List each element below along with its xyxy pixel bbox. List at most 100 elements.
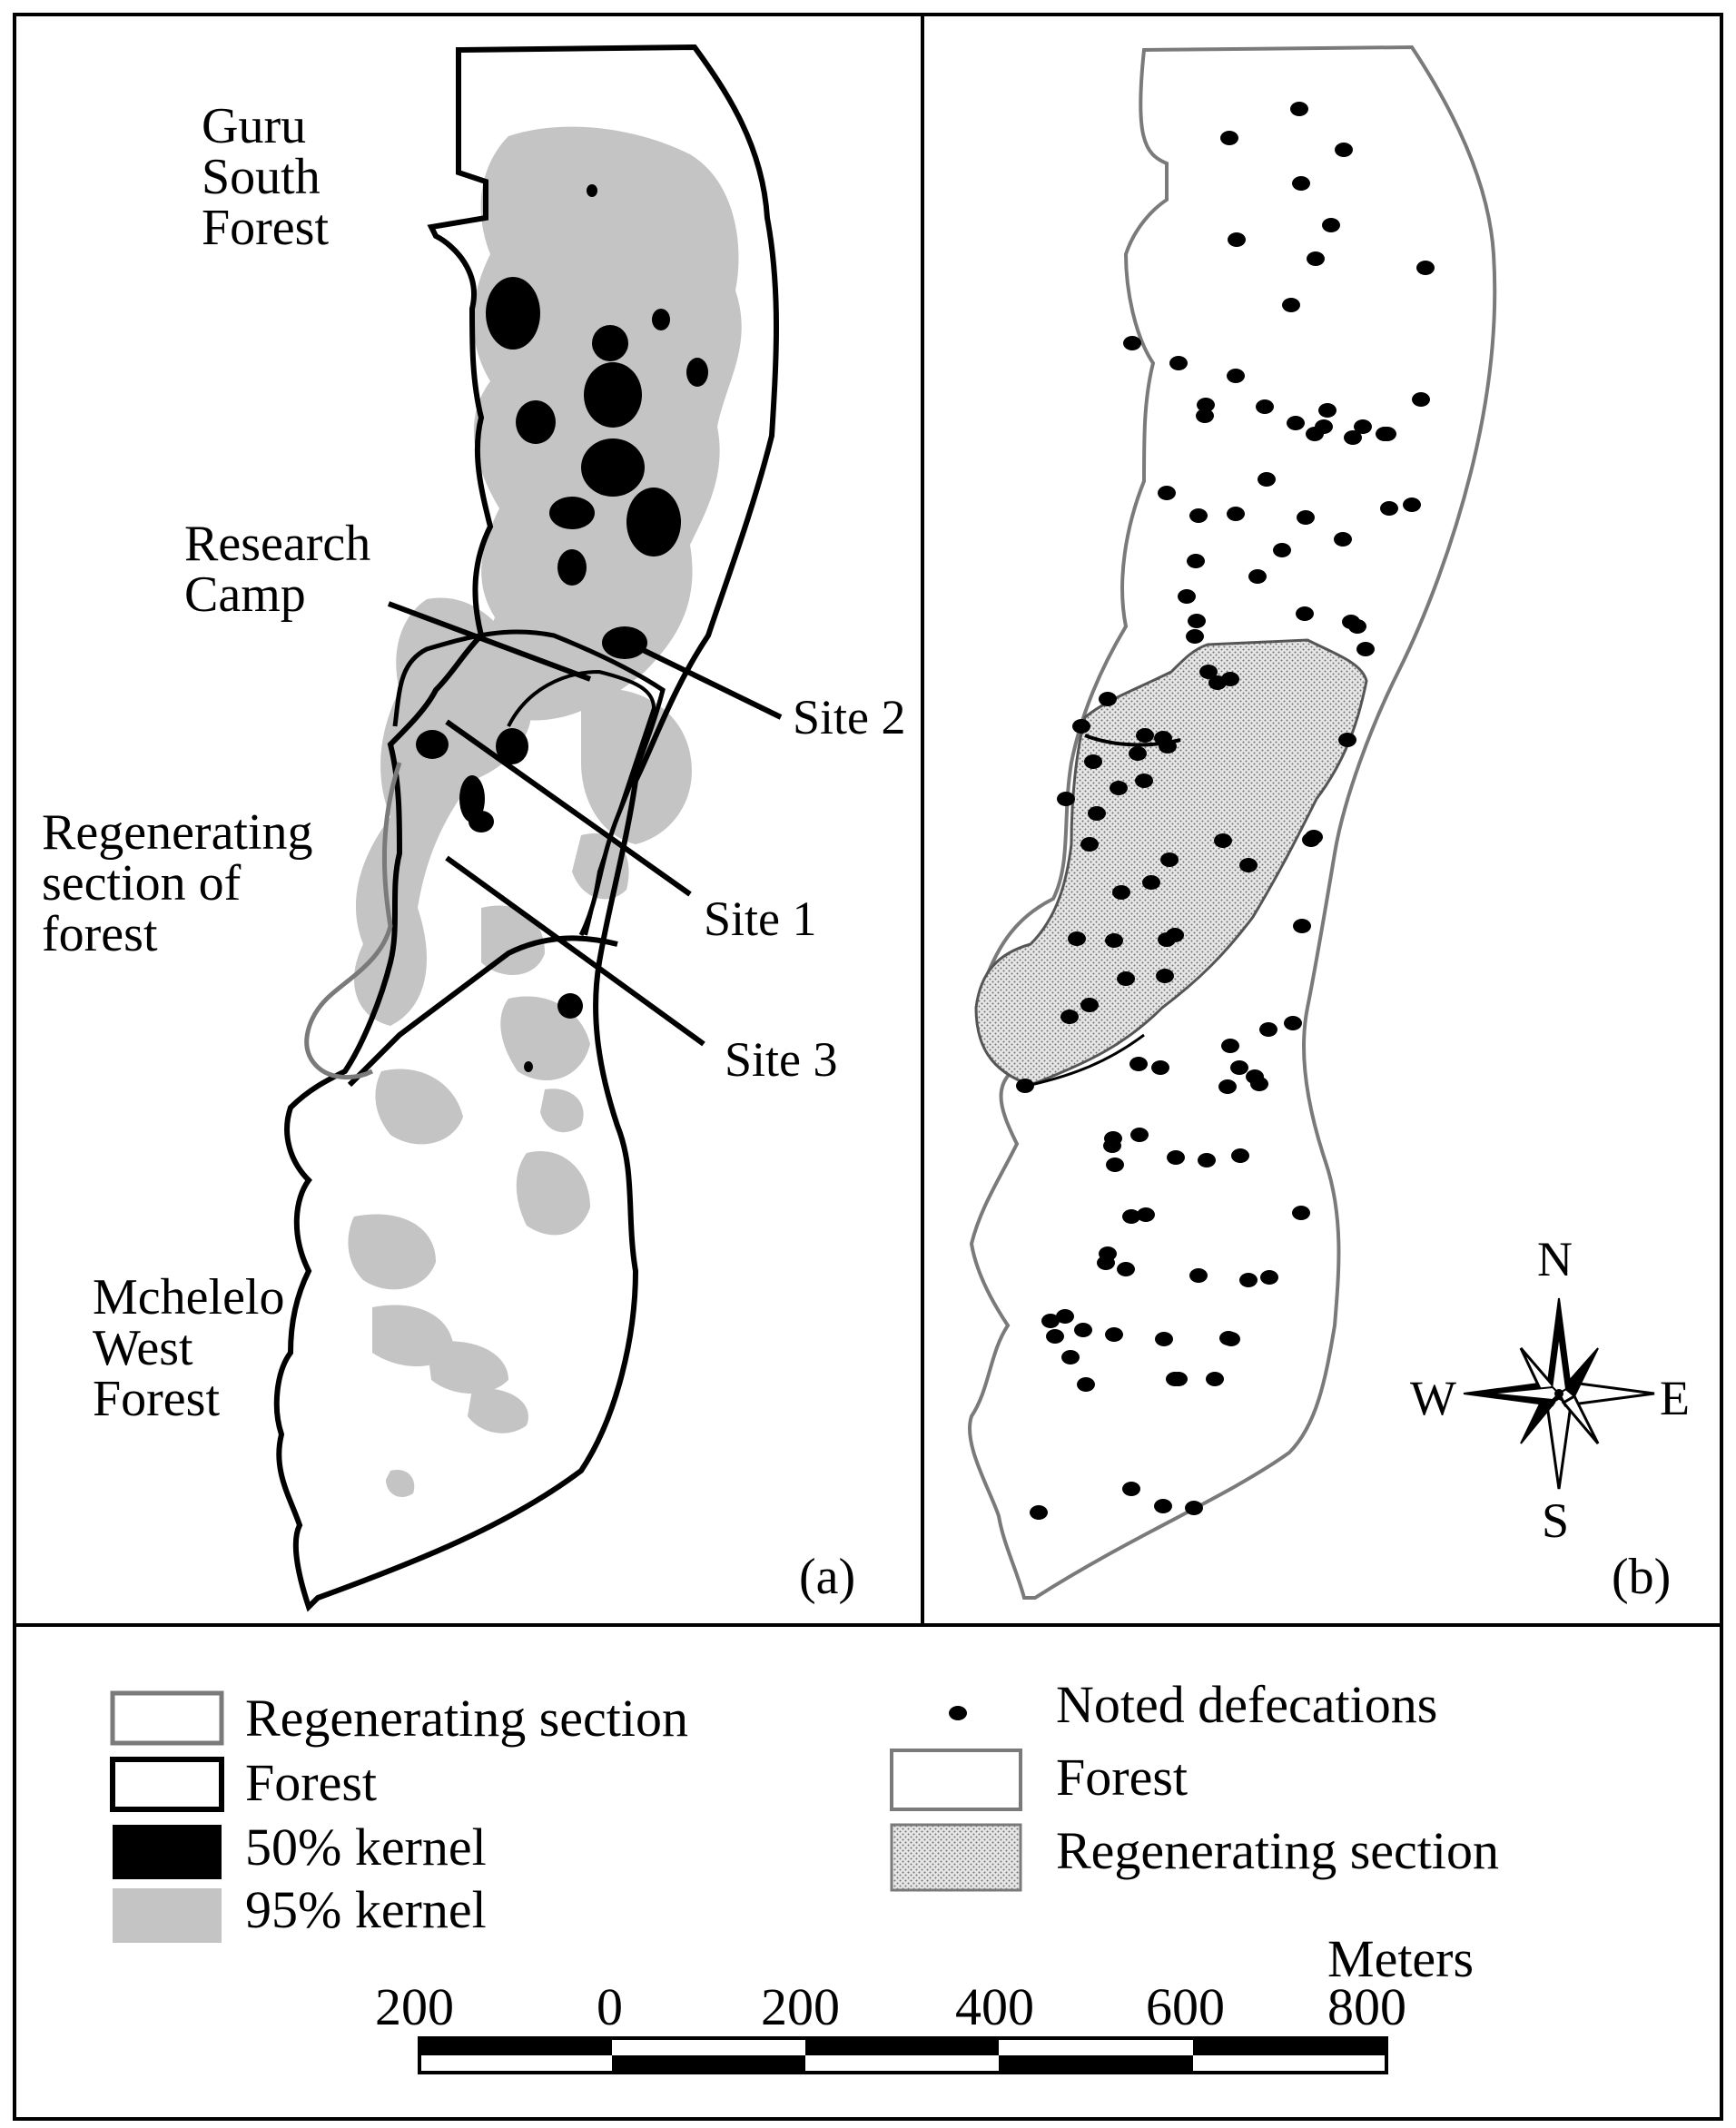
defecation-point	[1122, 1482, 1140, 1496]
defecation-point	[1129, 746, 1147, 761]
defecation-point	[1227, 507, 1245, 521]
defecation-point	[1227, 369, 1245, 383]
defecation-point	[1260, 1270, 1278, 1285]
compass-rose-icon	[1463, 1297, 1655, 1490]
kernel-50-areas	[416, 184, 708, 1072]
site3-label: Site 3	[725, 1032, 838, 1087]
research-camp-leader	[387, 601, 592, 682]
scale-unit: Meters	[1327, 1929, 1474, 1988]
defecation-point	[1273, 543, 1291, 557]
defecation-point	[1156, 969, 1174, 983]
defecation-point	[1103, 1138, 1121, 1153]
defecation-point	[1189, 1268, 1208, 1283]
scale-tick-4: 600	[1146, 1977, 1225, 2036]
defecation-point	[1068, 931, 1086, 946]
defecation-point	[1187, 554, 1205, 568]
defecation-point	[1334, 532, 1352, 547]
compass-n: N	[1537, 1232, 1573, 1286]
defecation-point	[1231, 1148, 1249, 1163]
defecation-point	[1155, 1332, 1173, 1346]
compass-w: W	[1410, 1371, 1456, 1425]
defecation-point	[1105, 1327, 1123, 1342]
outer-frame	[13, 13, 1723, 2121]
defecation-point	[1106, 1158, 1124, 1172]
defecation-points	[1016, 102, 1435, 1520]
defecation-point	[1282, 298, 1300, 312]
defecation-point	[1112, 885, 1130, 900]
legend-swatch-regenerating	[110, 1690, 224, 1746]
defecation-point	[1061, 1350, 1080, 1364]
defecation-point	[1206, 1372, 1224, 1386]
defecation-point	[1354, 419, 1372, 434]
defecation-point	[1318, 403, 1337, 418]
scale-tick-0: 200	[375, 1977, 454, 2036]
defecation-point	[1305, 830, 1323, 844]
regenerating-outline-a	[304, 762, 402, 1080]
defecation-point	[1296, 606, 1314, 621]
defecation-point	[1084, 754, 1102, 769]
panel-b-label: (b)	[1612, 1549, 1671, 1605]
legend-forest-b-label: Forest	[1056, 1748, 1188, 1807]
defecation-point	[1158, 932, 1176, 947]
legend-a: Regenerating section Forest 50% kernel 9…	[110, 1689, 688, 1943]
legend-kernel50-label: 50% kernel	[245, 1818, 487, 1877]
defecation-point	[1239, 1273, 1258, 1287]
legend-kernel95-label: 95% kernel	[245, 1880, 487, 1939]
defecation-point	[1016, 1079, 1034, 1093]
defecation-point	[1188, 614, 1206, 628]
defecation-point	[1293, 919, 1311, 933]
regenerating-label: Regenerating section of forest	[42, 804, 326, 962]
defecation-point	[1154, 731, 1172, 745]
forest-inner-boundary-a	[347, 935, 618, 1088]
defecation-point	[1169, 1372, 1188, 1386]
defecation-point	[1258, 472, 1276, 487]
scale-tick-5: 800	[1327, 1977, 1406, 2036]
defecation-point	[1030, 1505, 1048, 1520]
defecation-point	[1198, 1153, 1216, 1167]
defecation-point	[1080, 998, 1099, 1012]
defecation-point	[1185, 1501, 1203, 1515]
defecation-point	[1142, 875, 1160, 890]
legend-b: Noted defecations Forest Regenerating se…	[890, 1675, 1499, 1892]
defecation-point	[1130, 1128, 1149, 1142]
defecation-point	[1199, 665, 1218, 679]
defecation-point	[1088, 806, 1106, 821]
defecation-point	[1292, 176, 1310, 191]
regenerating-inner-line-a	[507, 669, 656, 936]
guru-label: Guru South Forest	[202, 98, 333, 256]
defecation-point	[1189, 508, 1208, 523]
kernel-95-areas	[348, 126, 742, 1498]
defecation-point	[1356, 642, 1375, 656]
defecation-point	[1250, 1077, 1268, 1091]
defecation-point	[1248, 569, 1267, 584]
panel-a-label: (a)	[799, 1549, 855, 1605]
defecation-point	[1416, 261, 1435, 275]
defecation-point	[1158, 486, 1176, 500]
legend-swatch-forest-b	[890, 1749, 1022, 1811]
legend-forest-label: Forest	[245, 1753, 377, 1812]
defecation-point	[1221, 672, 1239, 686]
defecation-point	[1117, 971, 1135, 986]
defecation-point	[1129, 1057, 1148, 1071]
defecation-point	[1344, 430, 1362, 445]
defecation-point	[1186, 629, 1204, 644]
defecation-point	[1057, 792, 1075, 806]
defecation-point	[1169, 356, 1188, 370]
defecation-point	[1284, 1016, 1302, 1030]
legend-swatch-regenerating-b	[890, 1823, 1022, 1892]
defecation-point	[1403, 498, 1421, 512]
defecation-point	[1137, 1207, 1155, 1222]
defecation-point	[1178, 589, 1196, 604]
defecation-point	[1214, 833, 1232, 848]
defecation-point	[1110, 781, 1128, 795]
site3-leader	[445, 855, 705, 1047]
compass-s: S	[1542, 1493, 1569, 1548]
defecation-point	[1099, 692, 1117, 706]
defecation-point	[1151, 1060, 1169, 1075]
compass-e: E	[1660, 1371, 1690, 1425]
defecation-point	[1378, 427, 1396, 441]
mchelelo-label: Mchelelo West Forest	[93, 1269, 297, 1427]
defecation-point	[1259, 1022, 1277, 1037]
defecation-point	[1338, 733, 1356, 747]
legend-regenerating-b-label: Regenerating section	[1056, 1821, 1499, 1880]
